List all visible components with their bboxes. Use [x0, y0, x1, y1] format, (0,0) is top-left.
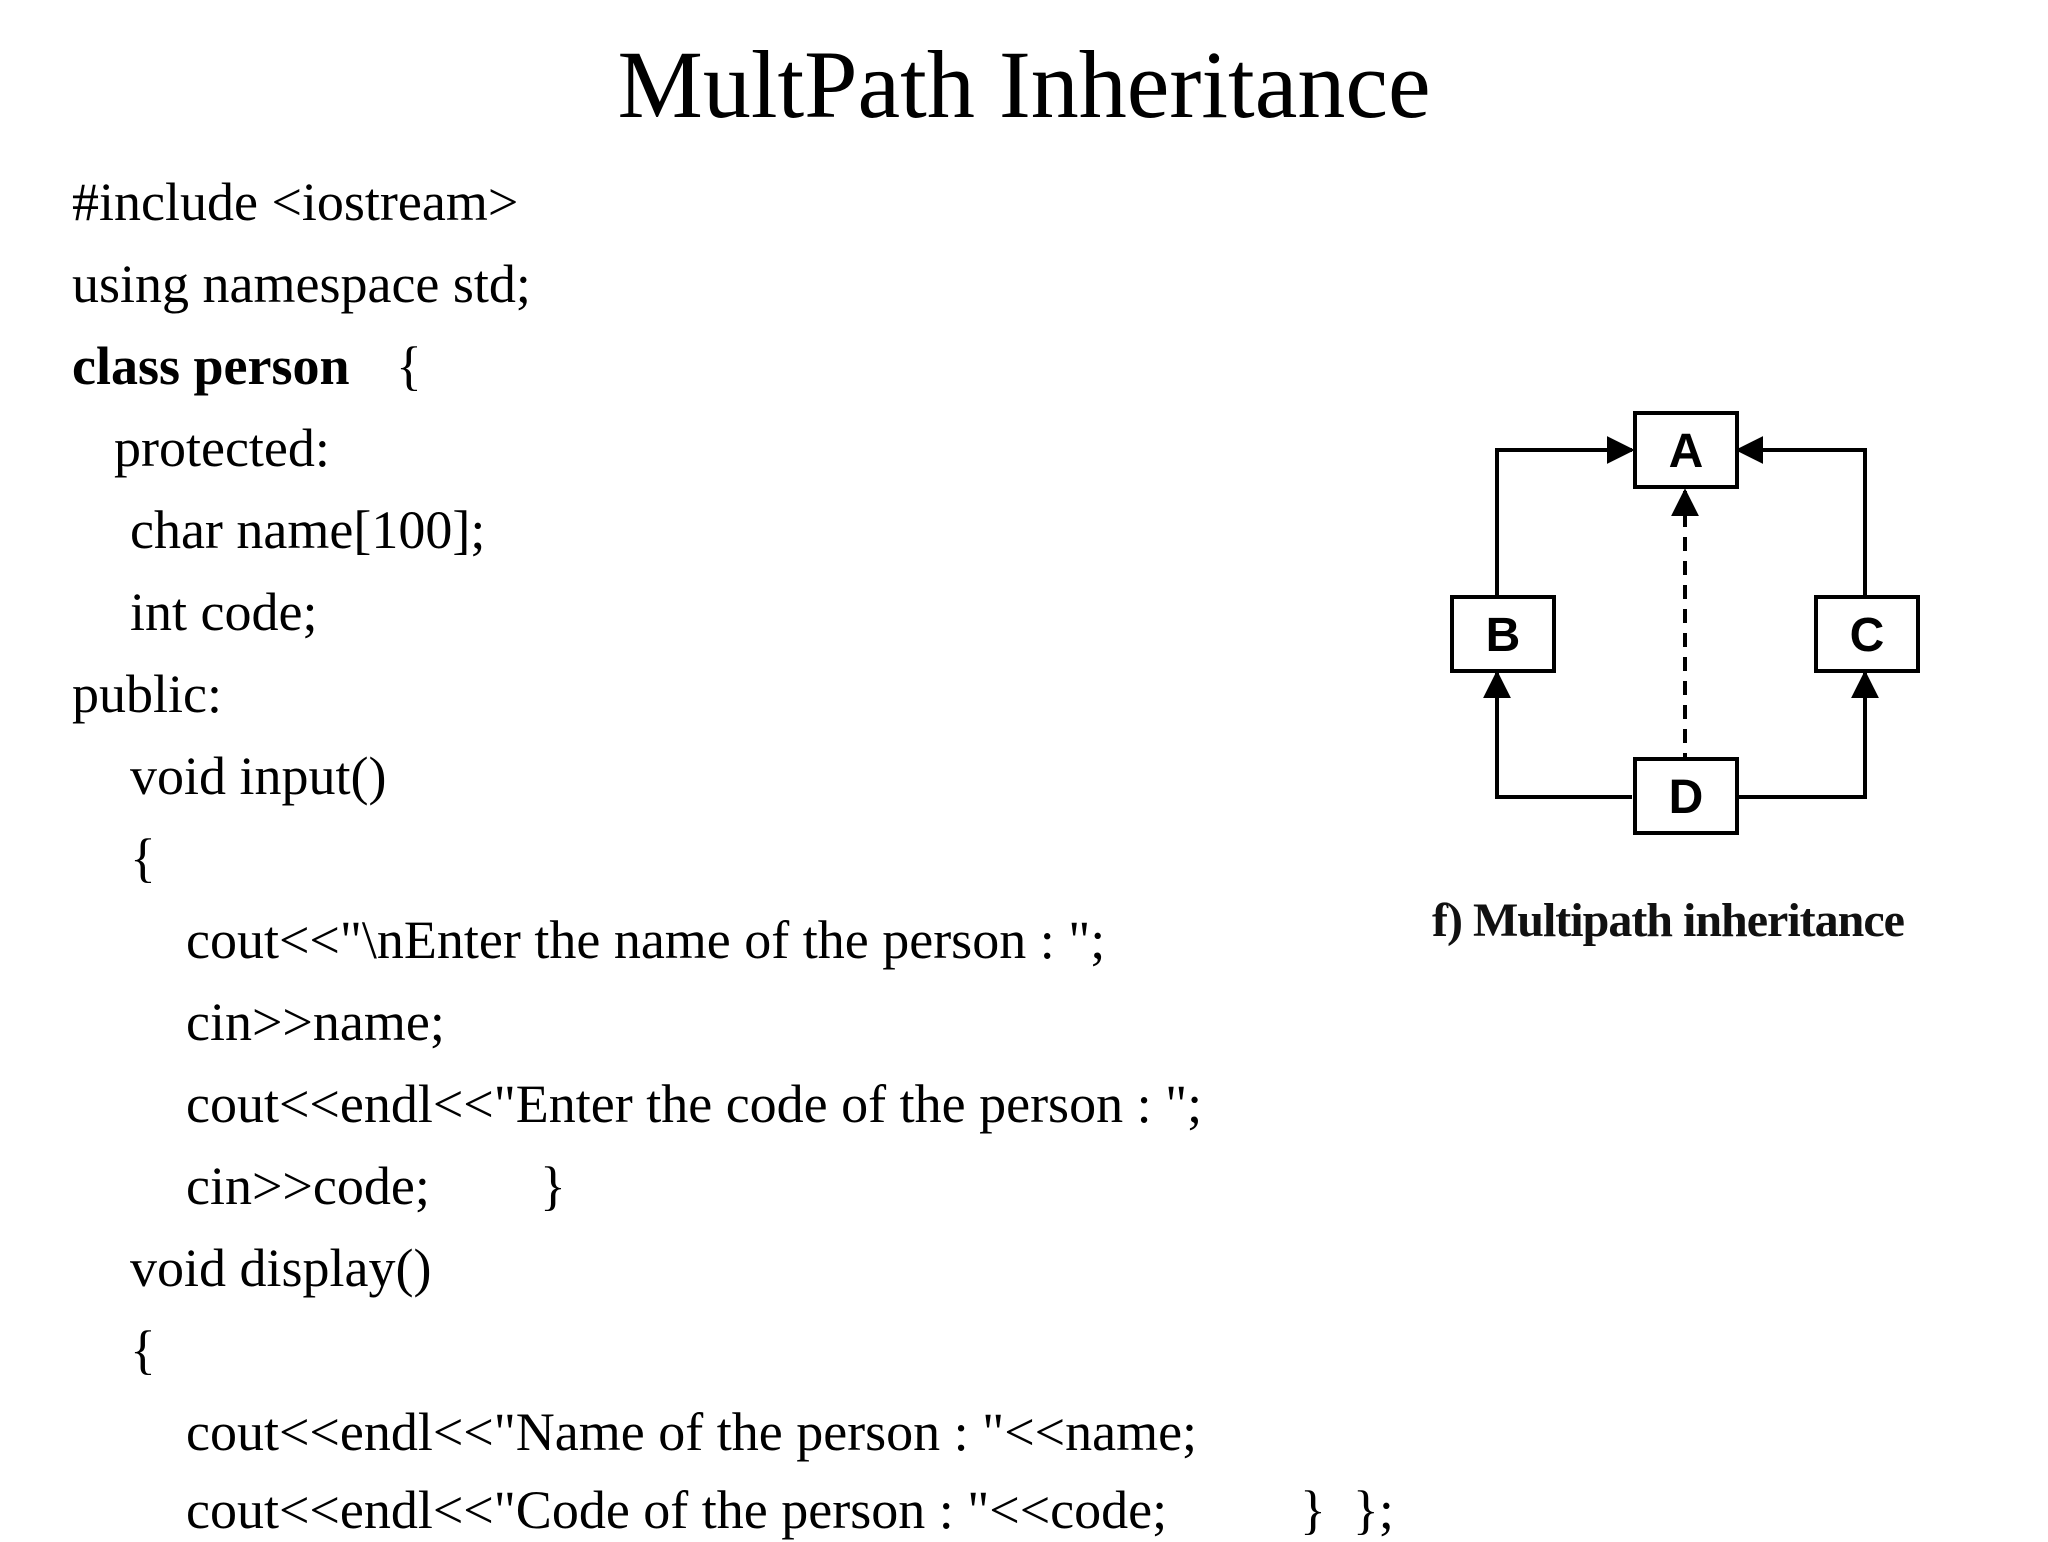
code-line-class-declaration: class person — [72, 336, 350, 396]
code-line: { — [130, 1320, 156, 1380]
node-b-label: B — [1486, 609, 1521, 662]
code-line: { — [396, 336, 422, 396]
code-line: void display() — [130, 1238, 432, 1298]
node-a: A — [1633, 411, 1739, 489]
code-line: cin>>code; — [186, 1156, 430, 1216]
code-line: cout<<"\nEnter the name of the person : … — [186, 910, 1106, 970]
edge-d-to-c — [1738, 670, 1879, 799]
multipath-inheritance-diagram: A B C D — [1450, 411, 1920, 835]
code-line: char name[100]; — [130, 500, 486, 560]
edge-d-to-b — [1483, 670, 1632, 799]
edge-b-to-a — [1495, 436, 1635, 595]
slide-title: MultPath Inheritance — [617, 31, 1431, 138]
node-a-label: A — [1669, 425, 1704, 478]
code-line: cout<<endl<<"Code of the person : "<<cod… — [186, 1480, 1168, 1540]
code-line: } — [540, 1156, 566, 1216]
code-line: using namespace std; — [72, 254, 531, 314]
code-line: { — [130, 828, 156, 888]
node-d: D — [1633, 757, 1739, 835]
node-b: B — [1450, 595, 1556, 673]
edge-c-to-a — [1735, 436, 1867, 595]
code-line: cin>>name; — [186, 992, 445, 1052]
code-line: } }; — [1300, 1480, 1394, 1540]
node-c: C — [1814, 595, 1920, 673]
code-line: #include <iostream> — [72, 172, 519, 232]
node-d-label: D — [1669, 771, 1704, 824]
figure-caption: f) Multipath inheritance — [1432, 894, 1905, 947]
node-c-label: C — [1850, 609, 1885, 662]
code-line: public: — [72, 664, 222, 724]
code-line: void input() — [130, 746, 387, 806]
code-line: cout<<endl<<"Name of the person : "<<nam… — [186, 1402, 1198, 1462]
code-line: int code; — [130, 582, 318, 642]
code-line: cout<<endl<<"Enter the code of the perso… — [186, 1074, 1203, 1134]
code-line: protected: — [114, 418, 330, 478]
